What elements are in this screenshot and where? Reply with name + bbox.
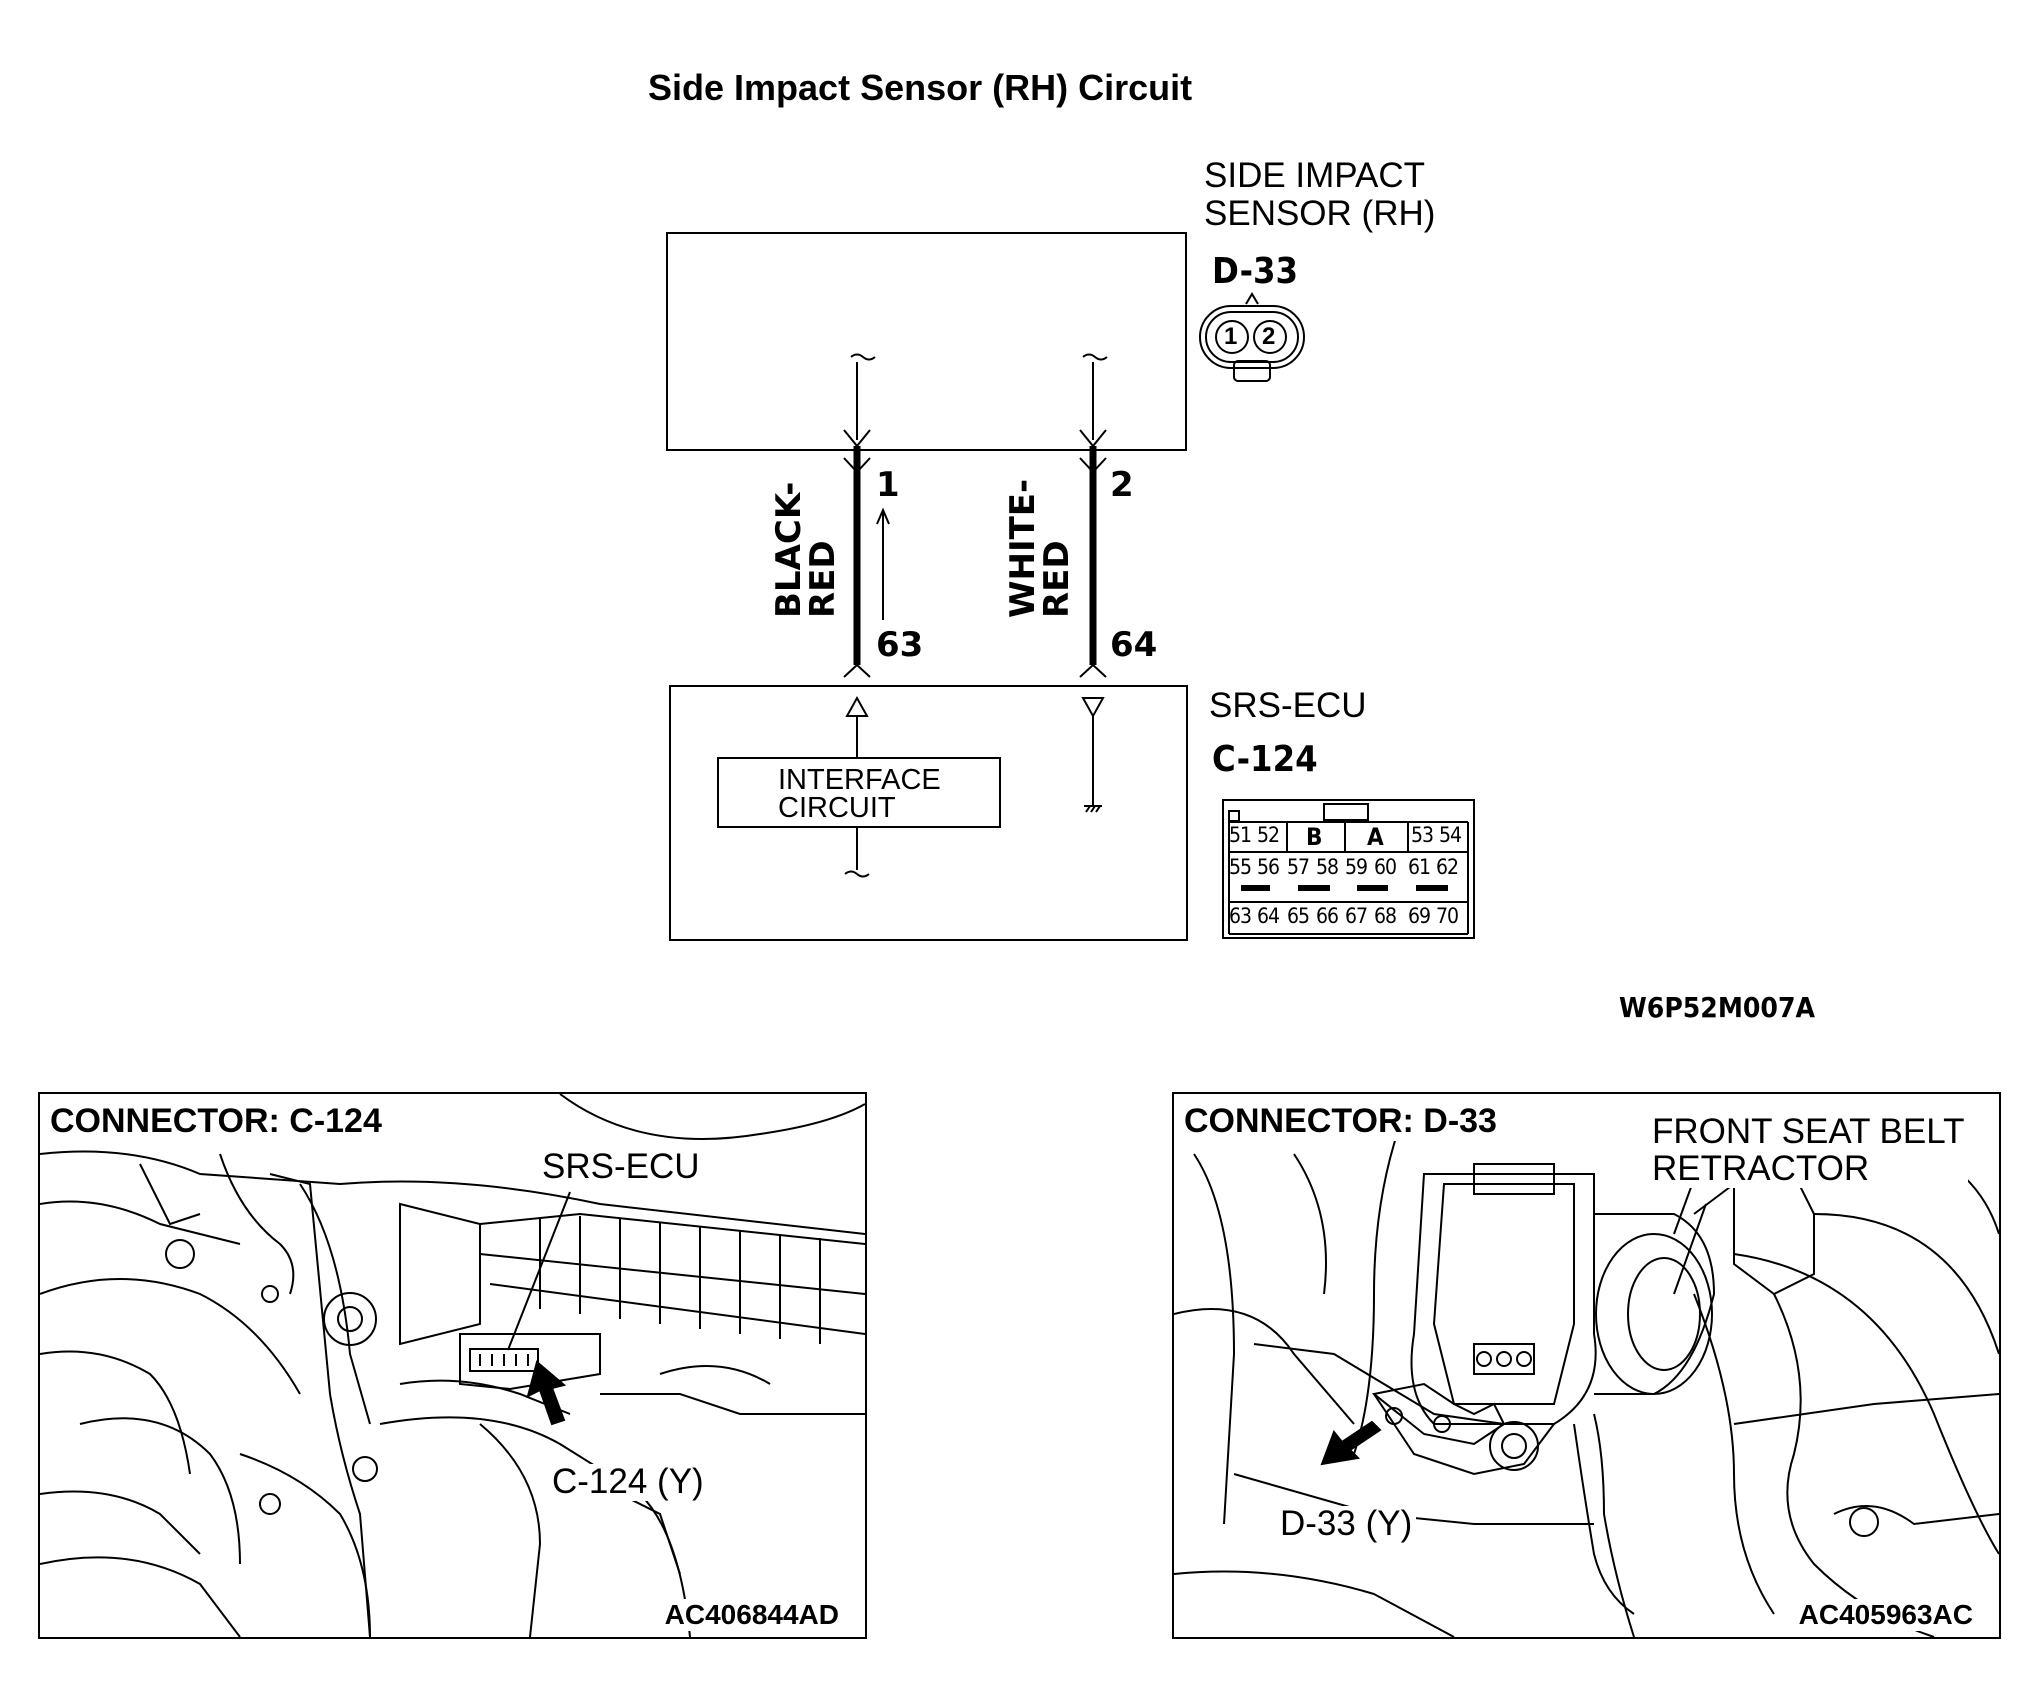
- interface-label-line1: INTERFACE: [778, 764, 941, 796]
- c124-connector-face: [1222, 799, 1475, 939]
- c124-pin-52: 52: [1257, 823, 1280, 847]
- c124-connector-shape: [469, 1348, 539, 1372]
- ecu-box: [669, 685, 1188, 941]
- wire-1-color: BLACK- RED: [769, 482, 843, 618]
- c124-pin-61: 61: [1408, 855, 1431, 879]
- panel-left-callout-connector: C-124 (Y): [548, 1463, 708, 1501]
- connector-d33-panel: CONNECTOR: D-33 FRONT SEAT BELT RETRACTO…: [1172, 1092, 2001, 1639]
- c124-pin-b: B: [1306, 823, 1322, 851]
- c124-pin-64: 64: [1257, 904, 1280, 928]
- c124-pin-63: 63: [1229, 904, 1252, 928]
- c124-pin-59: 59: [1345, 855, 1368, 879]
- panel-right-callout-connector: D-33 (Y): [1276, 1505, 1417, 1543]
- ecu-ground-line: [1081, 697, 1105, 813]
- c124-location-illustration: [40, 1094, 865, 1637]
- panel-left-title: CONNECTOR: C-124: [50, 1102, 388, 1141]
- wire-1-pin-bottom: 63: [876, 625, 924, 665]
- c124-pin-56: 56: [1257, 855, 1280, 879]
- connector-c124-panel: CONNECTOR: C-124 SRS-ECU C-124 (Y) AC406…: [38, 1092, 867, 1639]
- sensor-connector-code: D-33: [1212, 251, 1299, 292]
- c124-pin-69: 69: [1408, 904, 1431, 928]
- wire-2-color: WHITE- RED: [1003, 479, 1077, 618]
- panel-left-callout-ecu: SRS-ECU: [538, 1148, 704, 1186]
- c124-pin-54: 54: [1439, 823, 1462, 847]
- diagram-code: W6P52M007A: [1619, 991, 1815, 1024]
- interface-circuit-box: [717, 757, 1001, 828]
- panel-left-code: AC406844AD: [660, 1599, 843, 1631]
- c124-pin-51: 51: [1229, 823, 1252, 847]
- c124-pin-53: 53: [1411, 823, 1434, 847]
- page-title: Side Impact Sensor (RH) Circuit: [648, 67, 1193, 108]
- d33-location-arrow: [1320, 1420, 1382, 1466]
- d33-connector-shape: [1371, 1382, 1506, 1446]
- ecu-name: SRS-ECU: [1209, 686, 1367, 725]
- ecu-input-line: [844, 695, 870, 878]
- wire-1-color-line2: RED: [803, 540, 843, 618]
- c124-pin-62: 62: [1436, 855, 1459, 879]
- c124-location-arrow: [526, 1360, 567, 1426]
- c124-pin-55: 55: [1229, 855, 1252, 879]
- wire-2-pin-top: 2: [1110, 465, 1134, 505]
- d33-pin-1: 1: [1224, 323, 1238, 350]
- c124-pin-60: 60: [1374, 855, 1397, 879]
- wire-2-color-line2: RED: [1037, 540, 1077, 618]
- sensor-box: [666, 232, 1187, 451]
- wire-2: [1079, 353, 1108, 678]
- d33-connector-face: [1199, 292, 1305, 382]
- interface-label-line2: CIRCUIT: [778, 792, 896, 824]
- c124-pin-57: 57: [1287, 855, 1310, 879]
- panel-right-title: CONNECTOR: D-33: [1184, 1102, 1503, 1141]
- d33-location-illustration: [1174, 1113, 1999, 1637]
- c124-pin-a: A: [1367, 823, 1384, 851]
- c124-pin-70: 70: [1436, 904, 1459, 928]
- c124-pin-68: 68: [1374, 904, 1397, 928]
- wire-1: [843, 353, 890, 678]
- c124-pin-58: 58: [1316, 855, 1339, 879]
- sensor-name-line2: SENSOR (RH): [1204, 194, 1436, 233]
- panel-right-code: AC405963AC: [1794, 1599, 1977, 1631]
- wire-1-pin-top: 1: [876, 465, 900, 505]
- d33-pin-2: 2: [1262, 323, 1276, 350]
- c124-pin-65: 65: [1287, 904, 1310, 928]
- sensor-name-line1: SIDE IMPACT: [1204, 156, 1426, 195]
- ecu-connector-code: C-124: [1212, 739, 1318, 780]
- c124-pin-66: 66: [1316, 904, 1339, 928]
- wire-2-pin-bottom: 64: [1110, 625, 1158, 665]
- panel-right-callout-retractor: FRONT SEAT BELT RETRACTOR: [1648, 1113, 1969, 1188]
- c124-pin-67: 67: [1345, 904, 1368, 928]
